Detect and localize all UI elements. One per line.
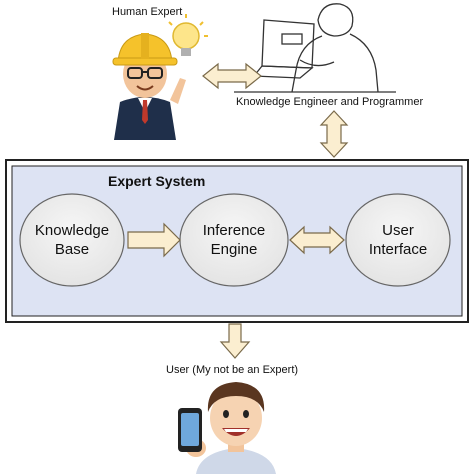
user-label: User (My not be an Expert) — [166, 364, 299, 376]
expert-engineer-double-arrow — [202, 62, 262, 90]
inference-engine-line-1: Inference — [202, 222, 266, 239]
engineer-helmet-icon — [112, 33, 178, 66]
inference-ui-double-arrow — [289, 225, 345, 255]
user-with-phone-icon — [186, 382, 276, 474]
kb-to-inference-arrow — [127, 222, 181, 258]
inference-engine-text: Inference Engine — [184, 221, 284, 259]
knowledge-base-node — [19, 193, 125, 287]
user-interface-text: User Interface — [348, 221, 448, 259]
inference-engine-line-2: Engine — [210, 241, 258, 258]
expert-system-title: Expert System — [108, 173, 206, 189]
knowledge-engineer-label: Knowledge Engineer and Programmer — [236, 96, 424, 108]
programmer-at-laptop-icon — [234, 3, 396, 93]
knowledge-base-text: Knowledge Base — [22, 221, 122, 259]
system-to-user-arrow — [219, 323, 251, 359]
human-expert-label: Human Expert — [112, 6, 183, 18]
engineer-system-double-arrow — [319, 110, 349, 158]
user-interface-line-1: User — [382, 222, 414, 239]
user-interface-line-2: Interface — [368, 241, 428, 258]
lightbulb-icon — [168, 14, 208, 56]
smartphone-icon — [178, 408, 202, 452]
user-interface-node — [345, 193, 451, 287]
knowledge-base-line-2: Base — [54, 241, 90, 258]
knowledge-base-line-1: Knowledge — [34, 222, 110, 239]
